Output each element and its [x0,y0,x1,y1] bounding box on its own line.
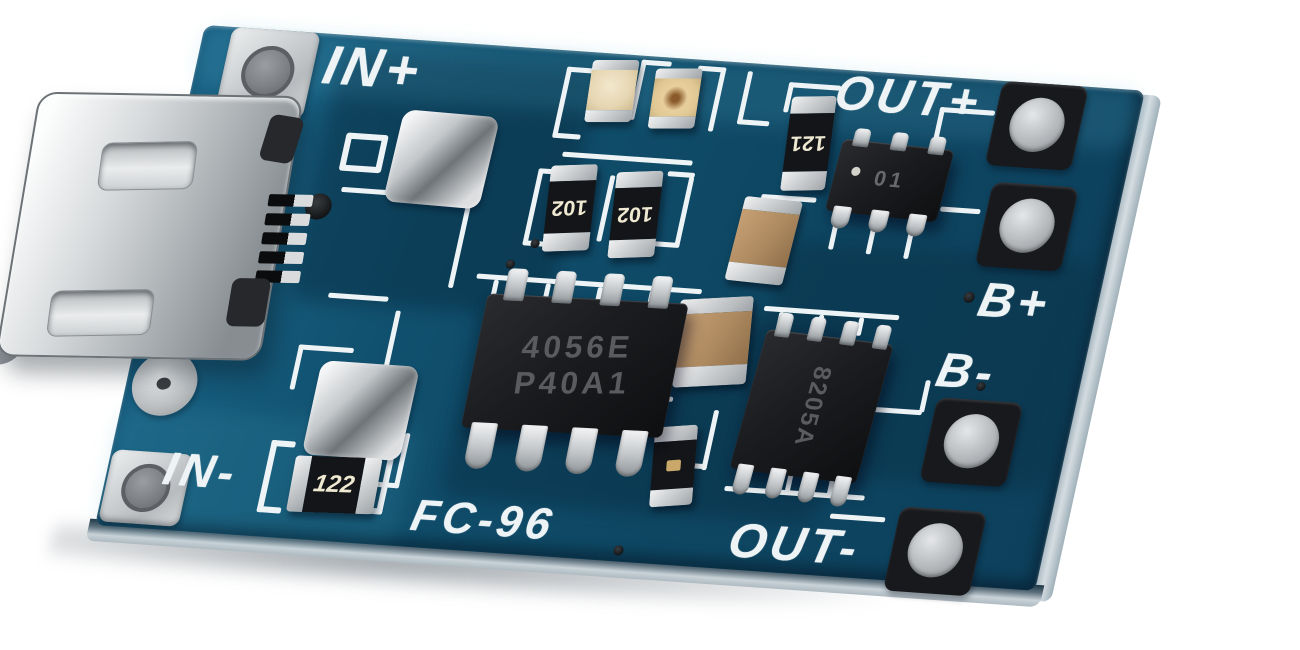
charger-ic: 4056E P40A1 [460,268,689,478]
pad-out-minus [882,506,988,597]
pad-out-plus [984,80,1089,171]
usb-mount-tab [225,277,272,327]
usb-pin [261,232,308,246]
pad-hole [236,44,300,100]
charger-ic-marking-line1: 4056E [519,329,636,365]
label-b-minus: B- [931,343,1002,401]
usb-shell-dimple [45,288,156,337]
silkscreen-trace [736,119,770,127]
pad-hole [994,196,1060,255]
protection-ic: 01 [824,127,955,238]
resistor-marking: 121 [789,131,828,155]
silkscreen-trace [667,171,696,179]
label-in-plus: IN+ [317,34,429,102]
silkscreen-trace [674,176,695,248]
resistor-marking: 122 [311,470,357,499]
solder-pad-blob-bottom [301,360,421,462]
pad-b-minus [919,397,1024,488]
protection-ic-marking: 01 [871,166,909,194]
input-resistor: 122 [285,455,383,515]
charger-ic-marking-line2: P40A1 [511,365,633,401]
mosfet-ic-marking: 8205A [787,364,837,449]
label-out-plus: OUT+ [830,66,988,130]
pad-hole [155,377,172,391]
label-b-plus: B+ [973,273,1056,332]
led-resistor-left: 102 [541,164,599,252]
silkscreen-trace [298,344,355,354]
usb-pin [257,251,305,265]
label-in-minus: IN- [158,441,244,500]
pcb-face: 102 102 121 122 [0,25,1146,597]
usb-pin [264,213,311,226]
resistor-marking: 102 [550,195,590,220]
pad-hole [1004,95,1070,154]
full-led [647,68,703,129]
label-out-minus: OUT- [723,513,866,577]
silkscreen-square-outline [338,132,389,174]
usb-pin [267,194,314,207]
charge-led [583,59,640,123]
pad-b-plus [974,181,1079,272]
usb-shell-dimple [96,141,199,191]
resistor-fleck [666,459,682,471]
via-dot [612,545,625,556]
resistor-marking: 102 [616,201,655,227]
silkscreen-trace [289,344,305,390]
charger-module-board: 102 102 121 122 [0,25,1163,625]
label-board-id: FC-96 [406,490,560,550]
pad-hole [902,521,969,580]
silkscreen-trace [651,241,680,249]
micro-usb-connector [0,91,314,369]
pad-hole [938,412,1005,471]
silkscreen-trace [939,206,981,215]
